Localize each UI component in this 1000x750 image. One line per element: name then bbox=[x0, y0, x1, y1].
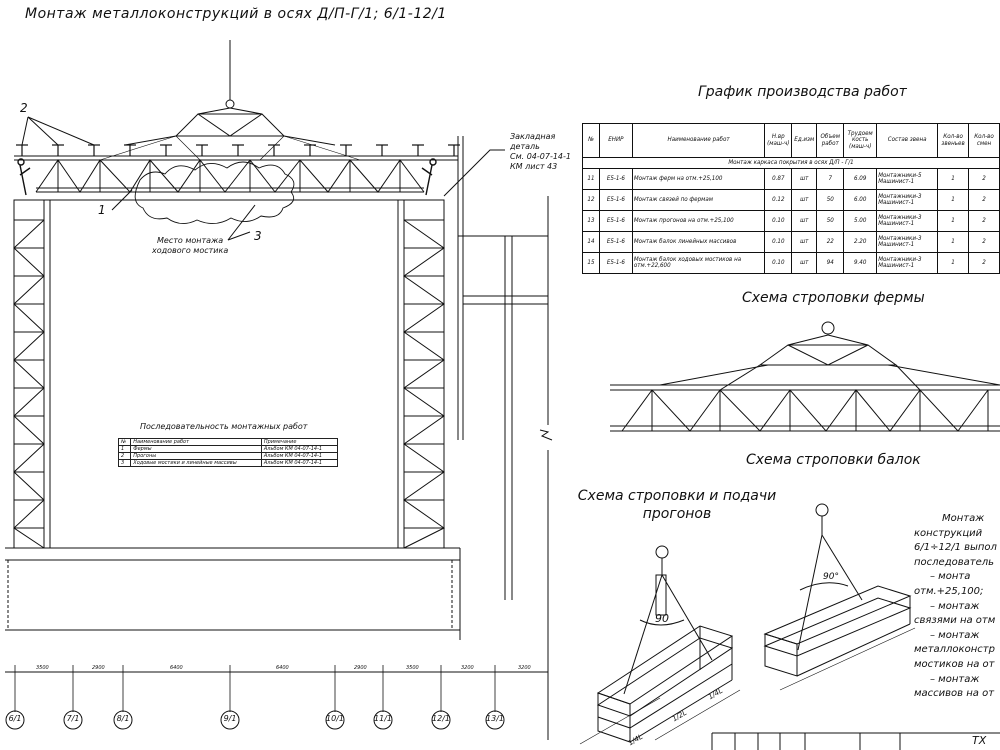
notes-block: Монтаж конструкций 6/1÷12/1 выпол послед… bbox=[914, 513, 997, 700]
angle-label-beam: 90° bbox=[823, 572, 839, 582]
dim-4: 6400 bbox=[276, 665, 289, 671]
dim-3: 6400 bbox=[170, 665, 183, 671]
purlin-sling-scheme bbox=[579, 545, 741, 745]
beam-sling-scheme bbox=[763, 503, 916, 691]
dim-8: 3200 bbox=[518, 665, 531, 671]
mounting-place-note: Место монтажа ходового мостика bbox=[152, 236, 229, 255]
axis-13-1: 13/1 bbox=[486, 714, 504, 723]
purlin-scheme-title: Схема строповки и подачи прогонов bbox=[577, 488, 777, 522]
lifting-traverse bbox=[99, 40, 361, 161]
angle-label-purlin: 90 bbox=[655, 612, 669, 625]
right-column bbox=[403, 199, 445, 549]
dim-7: 3200 bbox=[461, 665, 474, 671]
callout-3: 3 bbox=[254, 229, 262, 243]
axis-12-1: 12/1 bbox=[432, 714, 450, 723]
schedule-table: № ЕНИР Наименование работ Н.вр (маш-ч) Е… bbox=[582, 123, 1000, 274]
beam-scheme-title: Схема строповки балок bbox=[746, 452, 921, 468]
stamp-code: ТХ bbox=[972, 734, 987, 747]
axis-11-1: 11/1 bbox=[374, 714, 392, 723]
axis-9-1: 9/1 bbox=[223, 714, 237, 723]
schedule-title: График производства работ bbox=[698, 84, 907, 100]
sequence-title: Последовательность монтажных работ bbox=[140, 422, 308, 431]
dim-1: 3500 bbox=[36, 665, 49, 671]
truss-scheme-title: Схема строповки фермы bbox=[742, 290, 925, 306]
callout-1: 1 bbox=[98, 203, 106, 217]
callout-2: 2 bbox=[20, 101, 28, 115]
axis-6-1: 6/1 bbox=[8, 714, 22, 723]
axis-7-1: 7/1 bbox=[66, 714, 80, 723]
left-column bbox=[13, 199, 45, 549]
axis-10-1: 10/1 bbox=[326, 714, 344, 723]
sheet-title: Монтаж металлоконструкций в осях Д/П-Г/1… bbox=[25, 6, 447, 22]
embedded-part-note: Закладная деталь См. 04-07-14-1 КМ лист … bbox=[510, 132, 571, 171]
truss-sling-scheme bbox=[610, 321, 1000, 432]
dim-5: 2900 bbox=[354, 665, 367, 671]
axis-8-1: 8/1 bbox=[116, 714, 130, 723]
main-truss bbox=[14, 144, 460, 193]
dim-2: 2900 bbox=[92, 665, 105, 671]
dim-6: 3500 bbox=[406, 665, 419, 671]
